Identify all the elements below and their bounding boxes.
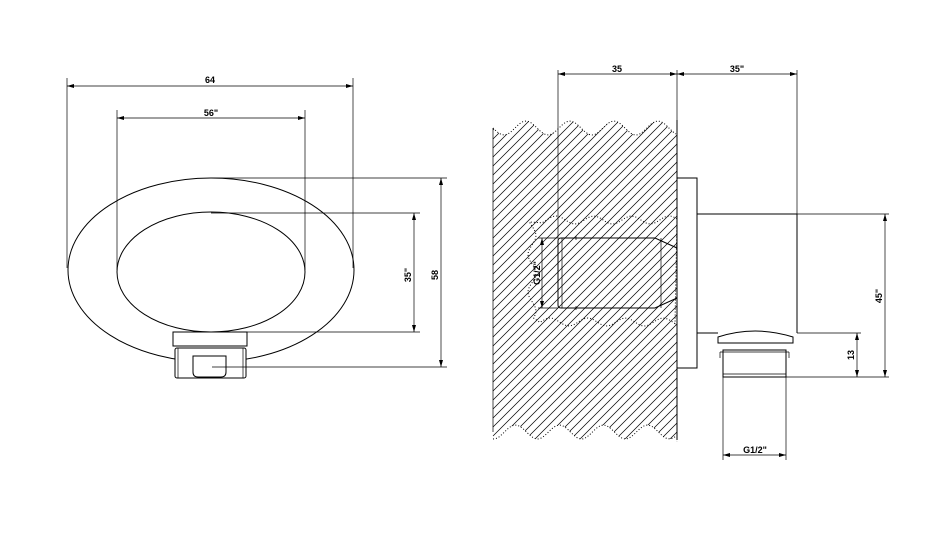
- dim-outlet-thread: G1/2": [723, 445, 786, 457]
- dim-handle-height: 35": [403, 213, 416, 332]
- dim-label-outlet-thread: G1/2": [743, 445, 767, 455]
- wall-break-top: [492, 110, 678, 135]
- wall-section-hatch: [492, 110, 678, 448]
- hatch-line: [492, 111, 593, 212]
- body-side-outline: [697, 213, 798, 334]
- dim-inlet-thread: G1/2": [532, 238, 544, 308]
- dim-label-handle-height: 35": [403, 268, 413, 282]
- dim-outlet-length: 13: [846, 333, 859, 377]
- wall-cavity: [527, 215, 678, 327]
- dim-label-overall-width: 64: [205, 75, 215, 85]
- dim-overall-height: 58: [430, 178, 443, 367]
- hatch-line: [563, 332, 678, 447]
- dim-outlet-height: 45": [874, 214, 887, 377]
- dim-label-inlet-thread: G1/2": [532, 261, 542, 285]
- hatch-line: [492, 170, 678, 356]
- front-view: 64 56" 35" 58: [66, 75, 447, 379]
- dim-handle-width: 56": [117, 108, 305, 120]
- outlet-cap: [717, 330, 794, 344]
- hatch-line: [492, 134, 678, 320]
- dim-projection: 35": [677, 64, 797, 76]
- dim-overall-width: 64: [67, 75, 353, 88]
- hatch-line: [492, 111, 656, 275]
- hatch-line: [492, 143, 678, 329]
- hatch-line: [492, 111, 647, 266]
- front-extension-lines: [66, 78, 447, 368]
- hatch-line: [492, 111, 584, 203]
- dim-label-overall-height: 58: [430, 270, 440, 280]
- outlet-thread: [722, 349, 787, 378]
- hatch-line: [509, 278, 678, 447]
- hatch-line: [492, 179, 678, 365]
- hatch-line: [492, 111, 638, 257]
- hatch-line: [492, 224, 678, 410]
- hatch-line: [492, 197, 678, 383]
- outlet-nut: [174, 347, 247, 379]
- outlet-stub: [172, 331, 248, 347]
- hatch-line: [492, 116, 678, 302]
- hatch-line: [492, 251, 678, 437]
- wall-break-bottom: [492, 425, 678, 448]
- wall-flange: [676, 177, 698, 369]
- inlet-pipe: [557, 236, 678, 310]
- hatch-line: [492, 206, 678, 392]
- hatch-line: [492, 188, 678, 374]
- dim-label-wall-depth: 35: [612, 64, 622, 74]
- hatch-line: [492, 260, 678, 446]
- side-view: 35 35" G1/2" 45" 13 G1/2": [492, 64, 889, 460]
- handle-outline: [116, 211, 306, 333]
- hatch-line: [545, 314, 678, 447]
- hatch-line: [536, 305, 678, 447]
- wall-break-line-bottom: [492, 424, 677, 440]
- hatch-line: [572, 341, 678, 447]
- wall-break-line-top: [492, 120, 677, 136]
- hatch-line: [492, 111, 629, 248]
- hatch-line: [608, 377, 678, 447]
- hatch-line: [617, 386, 678, 447]
- hatch-line: [527, 296, 678, 447]
- hatch-line: [492, 125, 678, 311]
- dim-wall-depth: 35: [558, 64, 677, 76]
- hatch-line: [492, 152, 678, 338]
- hatch-line: [492, 233, 678, 419]
- hatch-line: [554, 323, 678, 447]
- hatch-line: [500, 269, 678, 447]
- hatch-line: [518, 287, 678, 447]
- nut-flat: [192, 355, 227, 378]
- dim-label-outlet-length: 13: [846, 350, 856, 360]
- dim-label-handle-width: 56": [204, 108, 218, 118]
- side-extension-lines: [538, 70, 889, 460]
- hatch-line: [492, 242, 678, 428]
- hatch-line: [492, 111, 674, 293]
- hatch-line: [492, 161, 678, 347]
- dim-label-projection: 35": [730, 64, 744, 74]
- hatch-line: [492, 111, 665, 284]
- dim-label-outlet-height: 45": [874, 289, 884, 303]
